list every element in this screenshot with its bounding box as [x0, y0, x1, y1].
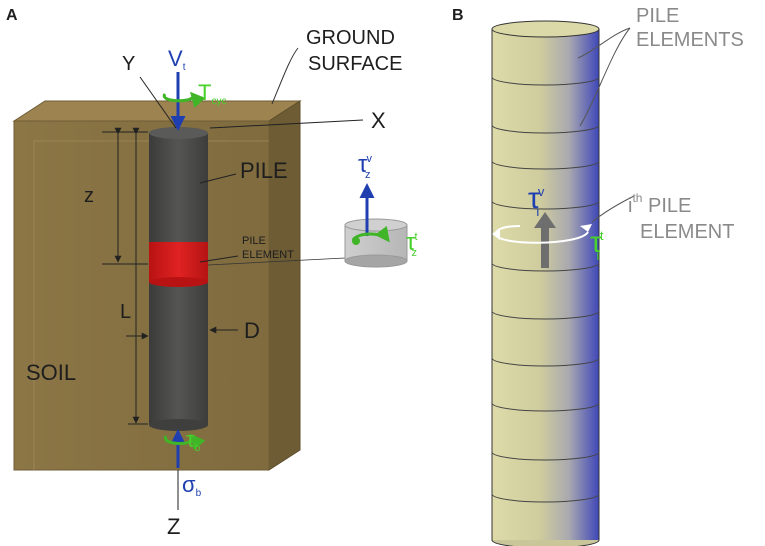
soil-label: SOIL: [26, 360, 76, 385]
ith-element-label-line2: ELEMENT: [640, 221, 734, 243]
vt-label: Vt: [168, 46, 186, 73]
tau-b-arrow: [164, 433, 206, 451]
tcyc-label: Tcyc: [198, 80, 226, 107]
ground-label-line2: SURFACE: [308, 53, 402, 75]
axis-y-label: Y: [122, 53, 135, 75]
pile-leader: [199, 173, 237, 184]
tau-it-arrowhead-left: [492, 228, 500, 240]
pile-a: [149, 127, 208, 431]
ith-element-label-line1: ith PILE: [628, 191, 691, 217]
soil-block: [12, 100, 302, 471]
pile-label: PILE: [240, 158, 288, 183]
axis-z-label: Z: [167, 514, 180, 539]
pile-b: [491, 20, 600, 546]
axis-x-label: X: [371, 108, 386, 133]
pile-elements-label-line2: ELEMENTS: [636, 29, 744, 51]
diameter-label: D: [244, 318, 260, 343]
sigma-b-label: σb: [182, 472, 202, 499]
tau-b-label: τb: [186, 427, 201, 454]
tcyc-arrow: [162, 91, 206, 108]
tau-iv-arrow: [534, 212, 556, 268]
pile-element-label-line1: PILE: [242, 235, 266, 247]
pile-elements-label-line1: PILE: [636, 5, 679, 27]
ground-surface-leader: [271, 47, 299, 105]
dimension-d: [126, 326, 238, 340]
length-label: L: [120, 301, 131, 323]
panel-b-label: B: [452, 7, 464, 24]
dimension-l: [128, 127, 148, 425]
pile-elements-leader-2: [579, 27, 631, 127]
ground-label-line1: GROUND: [306, 27, 395, 49]
depth-label: z: [84, 185, 94, 207]
dimension-z: [102, 127, 148, 265]
pile-elements-leader-1: [577, 27, 631, 59]
pile-element-band: [149, 242, 208, 287]
ith-element-leader: [591, 195, 635, 223]
pile-b-segment-lines: [491, 76, 600, 503]
axis-lines: [139, 76, 364, 510]
pile-element-label-line2: ELEMENT: [242, 249, 294, 261]
pile-element-leader: [199, 255, 239, 263]
panel-a-label: A: [6, 7, 18, 24]
tau-it-arrowhead-right: [580, 224, 592, 232]
